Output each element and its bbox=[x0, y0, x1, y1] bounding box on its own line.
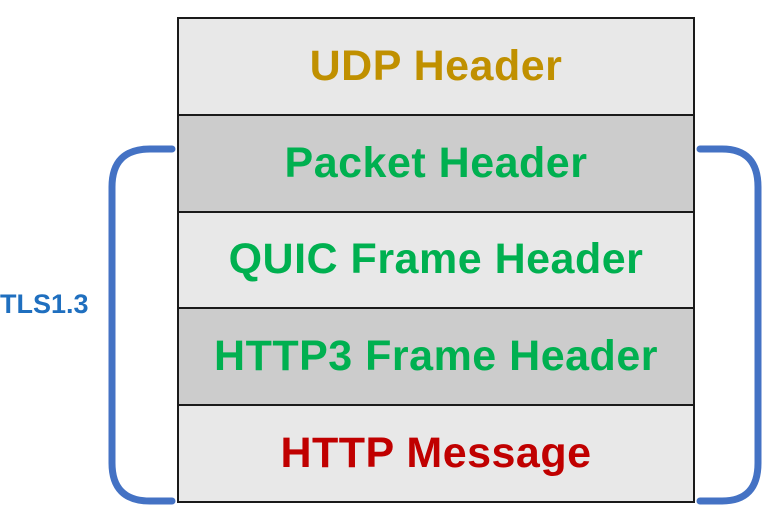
tls-bracket-left bbox=[108, 145, 176, 505]
tls-bracket-right bbox=[696, 145, 762, 505]
layer-quic-frame-header-label: QUIC Frame Header bbox=[228, 235, 644, 284]
layer-packet-header-label: Packet Header bbox=[284, 138, 588, 187]
tls-label: TLS1.3 bbox=[0, 289, 89, 319]
layer-http3-frame-header: HTTP3 Frame Header bbox=[179, 307, 693, 405]
layer-http3-frame-header-label: HTTP3 Frame Header bbox=[214, 332, 658, 381]
layer-quic-frame-header: QUIC Frame Header bbox=[179, 210, 693, 308]
layer-udp-header: UDP Header bbox=[179, 19, 693, 114]
protocol-stack: UDP Header Packet Header QUIC Frame Head… bbox=[177, 17, 695, 503]
layer-packet-header: Packet Header bbox=[179, 113, 693, 211]
layer-http-message: HTTP Message bbox=[179, 404, 693, 501]
layer-http-message-label: HTTP Message bbox=[280, 429, 592, 478]
layer-udp-header-label: UDP Header bbox=[309, 41, 563, 90]
